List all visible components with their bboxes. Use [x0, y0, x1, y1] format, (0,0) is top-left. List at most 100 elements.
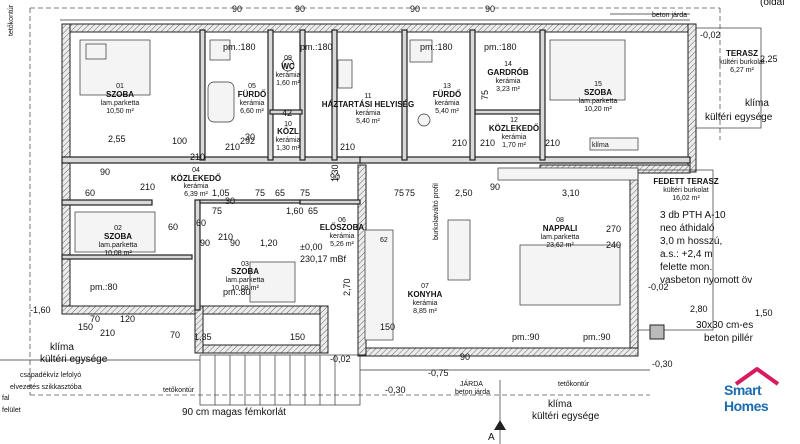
svg-text:01: 01: [116, 83, 124, 90]
elev-m002-c: -0,02: [648, 282, 669, 292]
wall-room3-top: [199, 199, 301, 204]
room-13: 13 FÜRDŐ kerámia 5,40 m²: [433, 83, 461, 115]
room-07: 07 KONYHA kerámia 8,85 m²: [408, 283, 443, 315]
room-09: 09 WC kerámia 1,60 m²: [276, 55, 301, 87]
note-pth-3: 3,0 m hosszú,: [660, 236, 722, 247]
svg-text:210: 210: [340, 142, 355, 152]
wall-11-13: [401, 29, 408, 161]
note-pth-5: felette mon.: [660, 262, 712, 273]
svg-text:kerámia: kerámia: [502, 134, 527, 141]
svg-text:90: 90: [490, 182, 500, 192]
svg-text:150: 150: [290, 332, 305, 342]
room-03: 03 SZOBA lam.parketta 10,08 m²: [226, 261, 265, 292]
entrance-stairs: [199, 354, 361, 406]
svg-text:90: 90: [100, 167, 110, 177]
svg-text:60: 60: [168, 222, 178, 232]
bed-room-15: [549, 39, 626, 101]
svg-text:pm.:90: pm.:90: [583, 332, 611, 342]
note-oldal: (oldal: [760, 0, 784, 8]
covered-terrace-outline: [637, 169, 714, 331]
svg-text:10,50 m²: 10,50 m²: [106, 108, 134, 115]
room-02: 02 SZOBA lam.parketta 10,08 m²: [99, 225, 138, 257]
svg-text:SZOBA: SZOBA: [104, 232, 132, 241]
svg-text:75: 75: [212, 206, 222, 216]
svg-text:3,10: 3,10: [562, 188, 580, 198]
room-04: 04 KÖZLEKEDŐ kerámia 6,39 m²: [171, 167, 221, 198]
svg-text:09: 09: [284, 55, 292, 62]
note-csapadek-2: elvezetés szikkasztóba: [10, 384, 82, 391]
note-jarda: JÁRDA: [460, 379, 483, 388]
elev-mbf: 230,17 mBf: [300, 254, 347, 264]
svg-text:65: 65: [275, 188, 285, 198]
svg-text:KÖZLEKEDŐ: KÖZLEKEDŐ: [489, 124, 539, 133]
elev-m160: -1,60: [30, 305, 51, 315]
svg-text:pm.:180: pm.:180: [484, 42, 517, 52]
svg-text:23,62 m²: 23,62 m²: [546, 242, 574, 249]
svg-text:SZOBA: SZOBA: [106, 90, 134, 99]
svg-text:10,20 m²: 10,20 m²: [584, 106, 612, 113]
elev-m075: -0,75: [428, 368, 449, 378]
svg-text:210: 210: [140, 182, 155, 192]
svg-text:70: 70: [90, 314, 100, 324]
svg-text:100: 100: [172, 136, 187, 146]
wall-north: [61, 23, 697, 33]
svg-text:KÖZL: KÖZL: [277, 127, 299, 136]
note-pth-1: 3 db PTH A-10: [660, 210, 726, 221]
svg-text:90: 90: [230, 238, 240, 248]
svg-text:lam.parketta: lam.parketta: [101, 100, 140, 107]
svg-text:FEDETT TERASZ: FEDETT TERASZ: [653, 177, 718, 186]
terrace-outline: [695, 27, 762, 129]
note-tetokontur-left: tetőkontúr: [8, 4, 15, 36]
note-pth-2: neo áthidaló: [660, 223, 715, 234]
svg-text:210: 210: [452, 138, 467, 148]
shower-13: [409, 39, 433, 63]
svg-text:08: 08: [556, 217, 564, 224]
svg-text:TERASZ: TERASZ: [726, 49, 758, 58]
svg-text:13: 13: [443, 83, 451, 90]
wall-room2-top: [61, 199, 153, 206]
svg-text:30: 30: [225, 196, 235, 206]
note-kemeny: burkolatváltó profil: [433, 183, 440, 240]
svg-text:210: 210: [190, 152, 205, 162]
svg-text:pm.:180: pm.:180: [223, 42, 256, 52]
svg-text:2,55: 2,55: [108, 134, 126, 144]
terrace-label: TERASZ kültéri burkolat 6,27 m²: [719, 49, 765, 74]
svg-text:1,60: 1,60: [286, 206, 304, 216]
svg-text:210: 210: [480, 138, 495, 148]
svg-text:kültéri burkolat: kültéri burkolat: [663, 187, 709, 194]
shower-05: [209, 39, 231, 61]
svg-text:KÖZLEKEDŐ: KÖZLEKEDŐ: [171, 174, 221, 183]
room-05: 05 FÜRDŐ kerámia 6,60 m²: [238, 83, 266, 115]
svg-text:70: 70: [170, 330, 180, 340]
svg-text:42: 42: [282, 108, 292, 118]
svg-text:2,80: 2,80: [690, 304, 708, 314]
svg-text:kerámia: kerámia: [435, 100, 460, 107]
svg-text:2,70: 2,70: [342, 278, 352, 296]
appliance-11: [337, 59, 353, 89]
note-csapadek-1: csapadékvíz lefolyó: [20, 372, 81, 379]
wall-south-mid: [194, 344, 321, 354]
svg-text:lam.parketta: lam.parketta: [226, 277, 265, 284]
svg-text:02: 02: [114, 225, 122, 232]
toilet-13: [417, 113, 431, 127]
svg-text:5,40 m²: 5,40 m²: [356, 118, 380, 125]
svg-text:210: 210: [218, 232, 233, 242]
kitchen-counter: [364, 229, 394, 341]
svg-text:75: 75: [255, 188, 265, 198]
svg-text:FÜRDŐ: FÜRDŐ: [238, 90, 266, 99]
svg-text:lam.parketta: lam.parketta: [579, 98, 618, 105]
note-railing: 90 cm magas fémkorlát: [182, 407, 286, 418]
room-15: 15 SZOBA lam.parketta 10,20 m²: [579, 81, 618, 113]
svg-text:pm.:80: pm.:80: [223, 287, 251, 297]
note-tetokontur-bc: tetőkontúr: [558, 381, 590, 388]
bed-room-03: [249, 261, 296, 303]
svg-text:kerámia: kerámia: [330, 233, 355, 240]
toilet-09: [281, 58, 295, 72]
svg-text:8,85 m²: 8,85 m²: [413, 308, 437, 315]
svg-text:3,23 m²: 3,23 m²: [496, 86, 520, 93]
elev-m030-r: -0,30: [652, 359, 673, 369]
svg-text:1,50: 1,50: [755, 308, 773, 318]
svg-text:90: 90: [410, 4, 420, 14]
wall-south-right: [357, 347, 639, 357]
